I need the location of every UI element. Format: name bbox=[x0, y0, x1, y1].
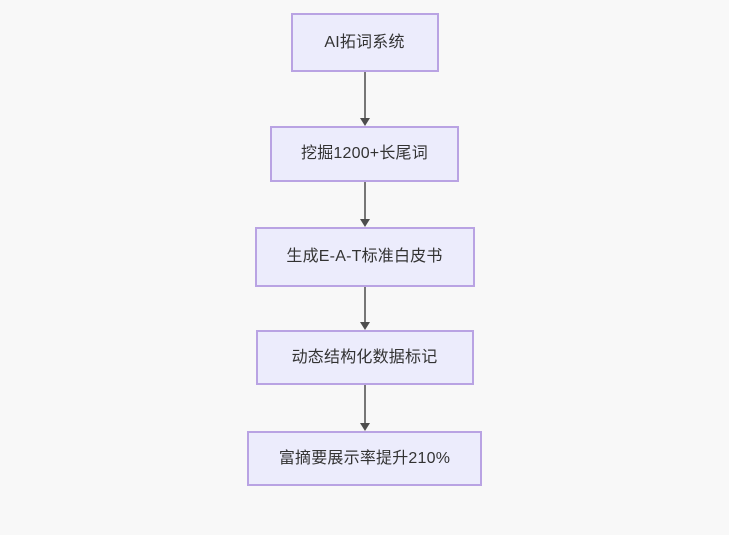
flow-node-dynamic-structured-data-markup[interactable]: 动态结构化数据标记 bbox=[255, 330, 474, 385]
edge-line bbox=[363, 182, 366, 220]
flow-node-label: 富摘要展示率提升210% bbox=[278, 449, 451, 467]
flow-node-generate-eat-whitepaper[interactable]: 生成E-A-T标准白皮书 bbox=[254, 227, 475, 287]
flow-edge-4 bbox=[358, 385, 372, 431]
flow-edge-1 bbox=[358, 72, 372, 126]
edge-line bbox=[363, 287, 366, 323]
flow-node-label: 动态结构化数据标记 bbox=[291, 348, 438, 366]
flow-node-label: AI拓词系统 bbox=[324, 33, 405, 51]
flow-node-mine-longtail-keywords[interactable]: 挖掘1200+长尾词 bbox=[270, 126, 459, 182]
edge-line bbox=[363, 385, 366, 424]
top-spacer bbox=[364, 0, 365, 13]
flow-edge-2 bbox=[358, 182, 372, 227]
arrow-down-icon bbox=[359, 219, 370, 227]
flow-node-label: 挖掘1200+长尾词 bbox=[301, 145, 428, 163]
arrow-down-icon bbox=[359, 118, 370, 126]
arrow-down-icon bbox=[359, 423, 370, 431]
arrow-down-icon bbox=[359, 322, 370, 330]
flow-node-label: 生成E-A-T标准白皮书 bbox=[286, 248, 443, 266]
flow-node-rich-snippet-impression-uplift[interactable]: 富摘要展示率提升210% bbox=[247, 431, 482, 486]
flow-edge-3 bbox=[358, 287, 372, 330]
flow-node-ai-keyword-system[interactable]: AI拓词系统 bbox=[290, 13, 439, 72]
edge-line bbox=[363, 72, 366, 119]
